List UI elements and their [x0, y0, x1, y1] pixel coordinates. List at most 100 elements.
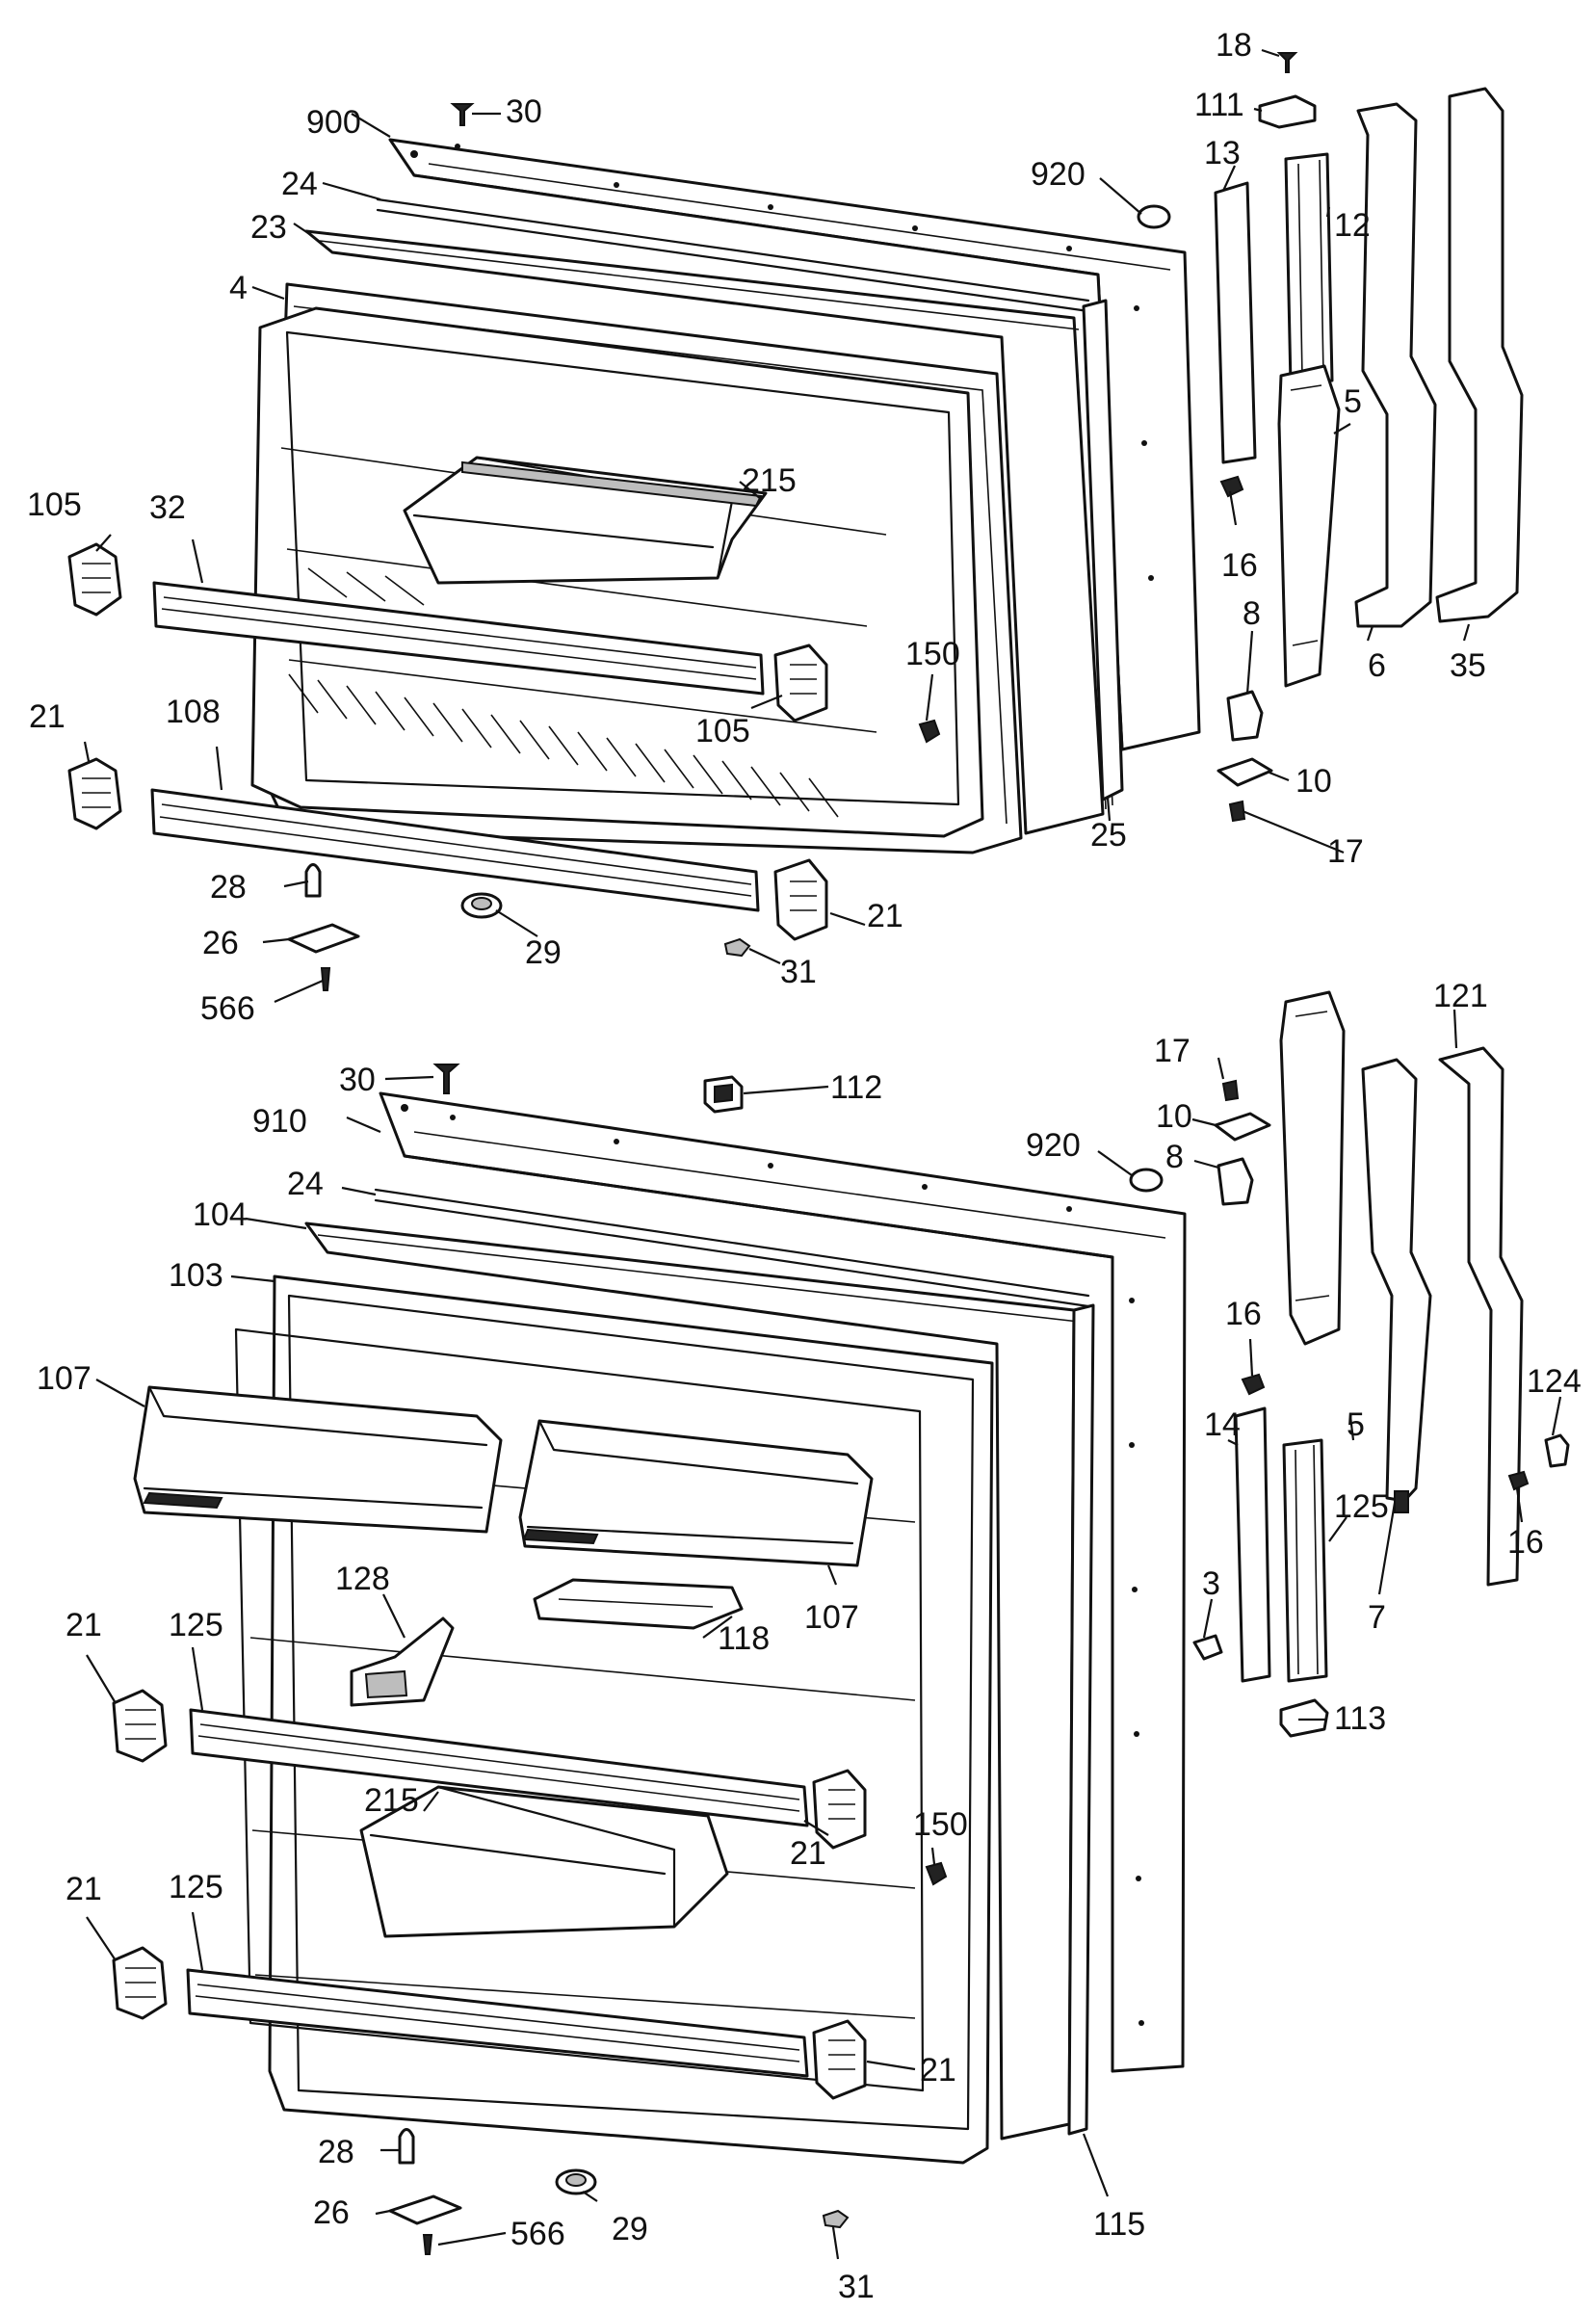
callout-900: 900	[306, 104, 361, 141]
freezer-shelf-ribs	[288, 567, 839, 818]
callout-566-top: 566	[200, 990, 255, 1027]
fresh-shelf-rail-125-upper	[189, 1708, 809, 1827]
callout-125-low: 125	[169, 1869, 223, 1905]
callout-24-top: 24	[281, 166, 318, 202]
callout-107-left: 107	[37, 1360, 92, 1397]
callout-125-mid: 125	[169, 1607, 223, 1643]
hinge-pin-cover-13	[1214, 181, 1257, 464]
callout-150-top: 150	[905, 636, 960, 672]
callout-5-top: 5	[1344, 383, 1362, 420]
stop-plate-26	[287, 923, 360, 954]
callout-103: 103	[169, 1257, 223, 1294]
callout-16-bottom-b: 16	[1507, 1524, 1544, 1561]
callout-7: 7	[1368, 1599, 1386, 1636]
callout-26-bottom: 26	[313, 2194, 350, 2231]
callout-26-top: 26	[202, 925, 239, 961]
callout-910: 910	[252, 1103, 307, 1140]
rail-bracket-105-freezer	[773, 644, 828, 722]
callout-128: 128	[335, 1561, 390, 1597]
upper-hinge-parts	[1214, 52, 1524, 823]
callout-104: 104	[193, 1196, 248, 1233]
callout-121: 121	[1433, 978, 1488, 1014]
plug-920-lower	[1129, 1168, 1164, 1193]
hinge-arm-7	[1361, 1058, 1432, 1503]
callout-215-top: 215	[742, 462, 797, 499]
callout-labels: 900 30 24 23 4 920 18 111 13 12 5 16 215…	[27, 27, 1582, 2305]
rail-bracket-21-low	[812, 2019, 867, 2100]
callout-25: 25	[1090, 817, 1127, 854]
callout-10-top: 10	[1295, 763, 1332, 800]
callout-28-bottom: 28	[318, 2134, 354, 2170]
callout-31-top: 31	[780, 954, 817, 990]
bumper-28	[304, 863, 322, 898]
callout-5-bottom: 5	[1347, 1406, 1365, 1443]
hinge-arm-6	[1354, 102, 1437, 628]
callout-115: 115	[1093, 2206, 1145, 2243]
callout-29-top: 29	[525, 934, 562, 971]
callout-8-top: 8	[1243, 595, 1261, 632]
shim-10	[1217, 757, 1273, 787]
callout-21-mid-right: 21	[790, 1835, 826, 1872]
freezer-shelf-rail	[152, 581, 765, 696]
screw-18	[1276, 52, 1298, 73]
callout-21-mid-left: 21	[65, 1607, 102, 1643]
tray-118	[533, 1578, 744, 1630]
callout-16-top: 16	[1221, 547, 1258, 584]
freezer-strip-24	[376, 197, 1090, 302]
screw-17-lower	[1221, 1079, 1240, 1102]
screw-566	[320, 967, 331, 991]
callout-30-top: 30	[506, 93, 542, 130]
callout-566-bottom: 566	[510, 2216, 565, 2252]
lower-hinge-parts	[1192, 990, 1570, 1738]
callout-30-bottom: 30	[339, 1062, 376, 1098]
cover-124	[1544, 1433, 1570, 1468]
hinge-bushing-111	[1258, 94, 1317, 129]
callout-21-top-left: 21	[29, 698, 65, 735]
callout-3: 3	[1202, 1565, 1220, 1602]
fresh-food-door-assembly	[112, 1064, 1187, 2255]
callout-105-left: 105	[27, 486, 82, 523]
plug-920	[1137, 204, 1171, 229]
screw-16-lower-a	[1241, 1373, 1266, 1396]
callout-113: 113	[1334, 1700, 1386, 1737]
callout-21-low-right: 21	[920, 2052, 956, 2089]
shim-8	[1226, 690, 1264, 742]
clip-21-loose-mid	[112, 1689, 168, 1763]
callout-150-bottom: 150	[913, 1806, 968, 1843]
washer-3	[1192, 1634, 1223, 1661]
screw-150-lower	[925, 1861, 948, 1886]
hinge-bracket-125	[1282, 1438, 1328, 1683]
hinge-bushing-113	[1279, 1698, 1329, 1738]
clip-21-loose-top	[67, 757, 122, 830]
screw-16-lower-b	[1507, 1470, 1530, 1491]
callout-12: 12	[1334, 207, 1371, 244]
nut-31	[723, 937, 751, 958]
nut-31-lower	[822, 2209, 850, 2229]
callout-24-bottom: 24	[287, 1166, 324, 1202]
hinge-5-lower	[1279, 990, 1346, 1346]
callout-17-bottom: 17	[1154, 1033, 1190, 1069]
fresh-seal-strip	[1067, 1303, 1095, 2136]
callout-215-bottom: 215	[364, 1782, 419, 1819]
freezer-seal-strip	[1082, 299, 1124, 801]
screw-30-lower	[432, 1064, 460, 1094]
hinge-5-upper	[1277, 364, 1341, 688]
callout-125-hinge: 125	[1334, 1488, 1389, 1525]
callout-108: 108	[166, 694, 221, 730]
callout-124: 124	[1527, 1363, 1582, 1400]
hinge-arm-35	[1435, 87, 1524, 623]
shim-10-lower	[1214, 1112, 1271, 1142]
freezer-door-rivets	[410, 144, 1154, 581]
callout-35: 35	[1450, 647, 1486, 684]
fresh-strip-24	[374, 1188, 1090, 1298]
callout-118: 118	[718, 1620, 770, 1657]
callout-920-top: 920	[1031, 156, 1086, 193]
callout-23: 23	[250, 209, 287, 246]
screw-30	[450, 103, 475, 126]
callout-105-right: 105	[695, 713, 750, 749]
callout-111: 111	[1194, 87, 1244, 123]
callout-13: 13	[1204, 135, 1241, 171]
hinge-arm-121	[1438, 1046, 1524, 1587]
screw-16	[1219, 475, 1244, 498]
fresh-door-rivets	[401, 1104, 1144, 2026]
